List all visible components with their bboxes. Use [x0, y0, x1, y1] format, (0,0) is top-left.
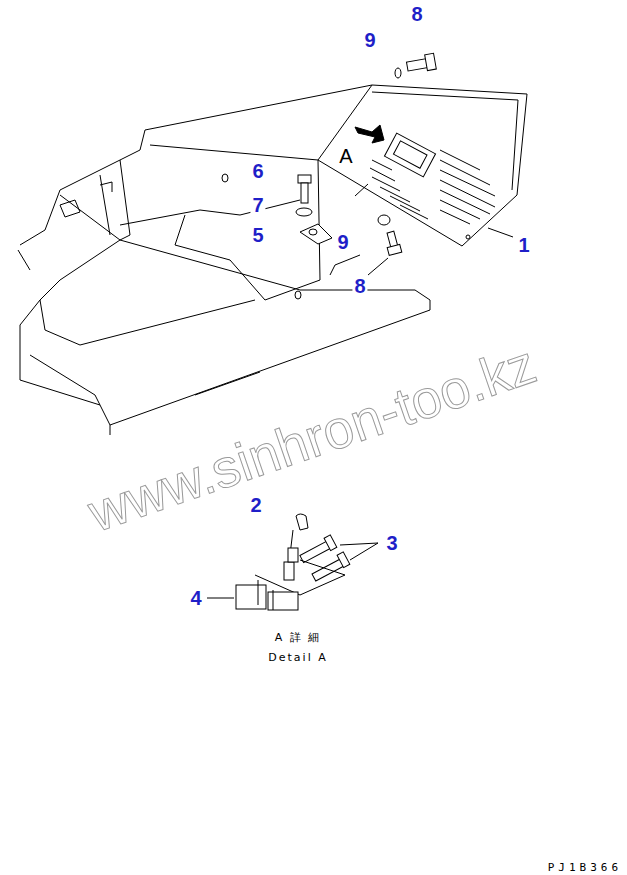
- cover-window: [384, 133, 435, 177]
- frame-line: [20, 130, 145, 245]
- frame-line: [40, 195, 120, 330]
- callout-number: 7: [250, 194, 265, 216]
- callout-number: 8: [409, 3, 424, 25]
- leader-line: [207, 598, 234, 599]
- frame-line: [145, 85, 372, 130]
- frame-line: [20, 380, 110, 435]
- frame-line: [30, 355, 100, 405]
- callout-number: 4: [188, 587, 203, 609]
- frame-line: [175, 215, 265, 300]
- leader-line: [488, 228, 513, 237]
- frame-line: [120, 240, 430, 300]
- bracket: [300, 224, 332, 244]
- detail-plate: [255, 560, 345, 595]
- leader-line: [368, 258, 388, 275]
- direction-arrow: [355, 125, 384, 143]
- leader-line: [340, 543, 378, 545]
- watermark: www.sinhron-too.kz: [82, 336, 542, 539]
- detail-block: [236, 580, 298, 610]
- frame-hole: [222, 174, 228, 182]
- frame-line: [330, 255, 360, 275]
- washer: [296, 208, 312, 216]
- frame-bracket: [100, 182, 112, 192]
- frame-line: [45, 300, 255, 345]
- frame-bracket: [60, 200, 80, 217]
- frame-line: [195, 372, 260, 395]
- callout-number: 5: [250, 224, 265, 246]
- detail-clip: [284, 514, 308, 580]
- frame-hole: [295, 291, 301, 299]
- frame-line: [18, 250, 30, 270]
- drawing-code: PJ1B366: [548, 862, 622, 873]
- bolt: [406, 53, 436, 71]
- callout-number: 9: [362, 29, 377, 51]
- washer: [378, 215, 390, 225]
- callout-number: 1: [516, 234, 531, 256]
- vent-slots: [370, 150, 495, 224]
- bolt: [298, 175, 311, 203]
- callout-number: 6: [250, 160, 265, 182]
- frame-line: [120, 160, 130, 240]
- callout-number: 2: [248, 494, 263, 516]
- frame-line: [150, 145, 318, 160]
- cover-window: [393, 141, 427, 168]
- callout-number: 8: [352, 275, 367, 297]
- leader-line: [355, 184, 368, 196]
- detail-title: Detail A: [268, 652, 327, 663]
- cover-plate: [318, 85, 527, 246]
- washer: [395, 68, 401, 78]
- bolt: [387, 231, 402, 255]
- view-marker: A: [339, 146, 352, 166]
- detail-title: A 詳 細: [275, 632, 322, 643]
- frame-line: [120, 200, 300, 225]
- plate-hole: [466, 235, 470, 239]
- frame-line: [20, 300, 40, 380]
- cover-flange: [372, 92, 518, 190]
- callout-number: 3: [384, 532, 399, 554]
- callout-number: 9: [335, 231, 350, 253]
- leader-line: [350, 543, 378, 560]
